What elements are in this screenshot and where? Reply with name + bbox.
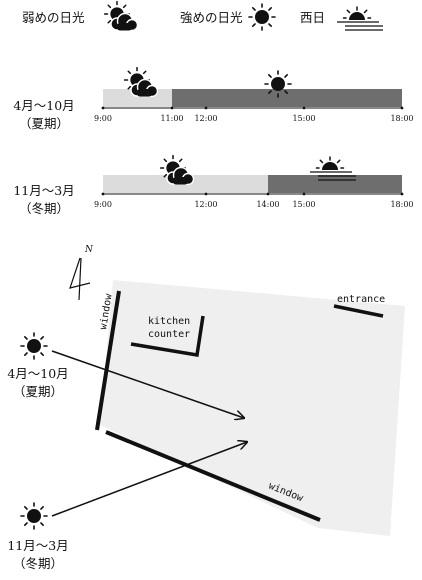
legend-west-label: 西日 [300, 10, 325, 25]
kitchen-counter [130, 315, 205, 358]
plan-winter-period-label: 11月～3月 [7, 538, 68, 553]
summer-sun-icon [20, 332, 48, 360]
entrance-door [333, 304, 384, 318]
weak-sunlight-icon [105, 2, 138, 31]
winter-season-label: （冬期） [19, 201, 69, 216]
winter-sun-icon [20, 502, 48, 530]
winter-period-label: 11月～3月 [13, 183, 74, 198]
winter-strong-bar [268, 175, 402, 193]
summer-tick: 11:00 [160, 114, 183, 123]
legend-strong-label: 強めの日光 [180, 10, 243, 25]
left-window-wall [95, 290, 121, 431]
summer-tick: 15:00 [292, 114, 315, 123]
plan-winter-season-label: （冬期） [13, 556, 63, 571]
winter-tick: 12:00 [194, 200, 217, 209]
bottom-window-wall [105, 430, 321, 522]
summer-timeline: 4月～10月 （夏期） 9:00 11:00 12:00 15:00 18:00 [13, 68, 414, 131]
winter-tick: 9:00 [94, 200, 112, 209]
winter-tick: 15:00 [292, 200, 315, 209]
north-indicator: N [69, 245, 94, 301]
summer-tick: 12:00 [194, 114, 217, 123]
north-label: N [84, 245, 94, 255]
summer-sunlight-arrow [51, 350, 244, 418]
entrance-label: entrance [337, 294, 385, 305]
winter-sunlight-arrow [51, 442, 247, 517]
counter-label: counter [148, 329, 190, 340]
summer-strong-bar [172, 89, 402, 107]
kitchen-label: kitchen [148, 316, 190, 327]
room-area [100, 280, 405, 536]
winter-timeline: 11月～3月 （冬期） 9:00 12:00 14:00 15:00 18:00 [13, 156, 414, 216]
strong-sunlight-icon [248, 3, 276, 31]
summer-season-label: （夏期） [19, 116, 69, 131]
legend: 弱めの日光 強めの日光 西日 [22, 2, 384, 31]
summer-tick: 9:00 [94, 114, 112, 123]
legend-weak-label: 弱めの日光 [22, 10, 85, 25]
summer-period-label: 4月～10月 [13, 98, 74, 113]
plan-summer-period-label: 4月～10月 [7, 366, 68, 381]
winter-tick: 18:00 [390, 200, 413, 209]
winter-tick: 14:00 [256, 200, 279, 209]
west-sun-icon [336, 6, 384, 31]
plan-summer-season-label: （夏期） [13, 384, 63, 399]
floor-plan: N window window kitchen counter entrance… [7, 245, 405, 571]
summer-tick: 18:00 [390, 114, 413, 123]
